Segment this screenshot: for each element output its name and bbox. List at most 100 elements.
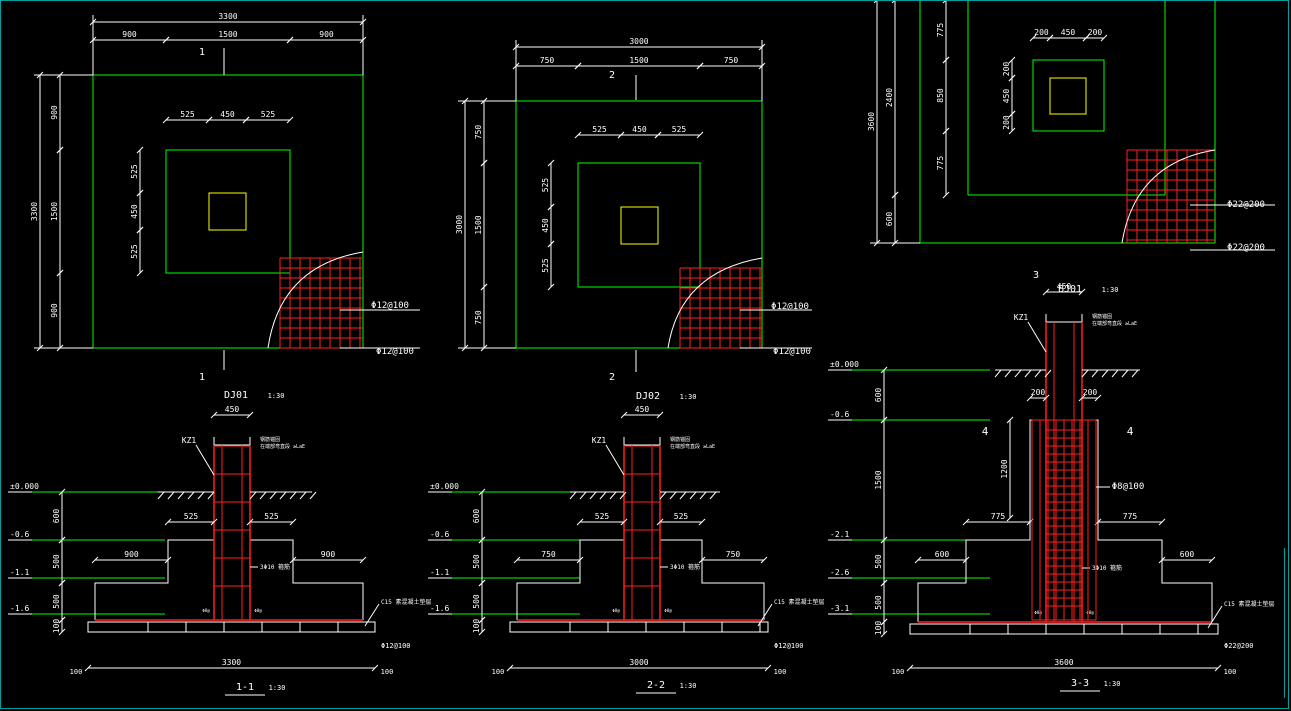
dimension-label: 3000 [455,215,464,234]
dimension-label: 钢筋锚固 [260,436,280,443]
dimension-label: 525 [261,110,276,119]
dim-tick [371,664,379,672]
column-outline [208,192,247,231]
dimension-label: 1500 [50,202,59,221]
dim-tick [656,518,664,526]
dim-tick [758,43,766,51]
dimension-label: 100 [492,668,505,676]
dimension-label: Φ12@100 [371,301,409,311]
dimension-label: 900 [321,550,336,559]
dimension-label: 600 [1180,550,1195,559]
dimension-label: -2.1 [830,530,849,539]
dim-tick [1008,74,1016,82]
dimension-label: 100 [381,668,394,676]
dimension-label: 450 [220,110,235,119]
scrollbar-edge[interactable] [1284,548,1291,698]
dim-tick [1042,394,1050,402]
dim-tick [136,189,144,197]
ground-hatch [167,491,175,500]
dimension-label: 3600 [867,112,876,131]
dim-tick [136,226,144,234]
dimension-label: 200 [1002,62,1011,77]
dimension-label: 1200 [1000,459,1009,478]
dimension-label: 525 [592,125,607,134]
pedestal-outline [1032,59,1105,132]
dimension-label: 450 [541,218,550,233]
dimension-label: Φ12@100 [376,347,414,357]
dim-tick [1078,288,1086,296]
dimension-label: 100 [472,619,481,634]
leader [364,603,380,627]
dim-tick [962,556,970,564]
dim-tick [547,203,555,211]
dimension-label: Φ8@ [202,608,210,613]
dimension-label: 525 [264,512,279,521]
dimension-label: 1:30 [1102,286,1119,294]
dimension-label: 100 [774,668,787,676]
dimension-label: 200 [1034,28,1049,37]
dimension-label: 750 [474,310,483,325]
ground-hatch [569,491,577,500]
dim-tick [1094,394,1102,402]
dimension-label: KZ1 [592,436,607,445]
dim-tick [576,518,584,526]
dimension-label: 600 [472,509,481,524]
dim-tick [478,579,486,587]
dim-tick [1158,518,1166,526]
concrete-pad [509,621,769,633]
dimension-label: 775 [936,156,945,171]
dimension-label: 在端部弯直段 ≥LaE [260,443,305,450]
dim-tick [760,556,768,564]
dim-tick [880,416,888,424]
dim-tick [164,556,172,564]
dimension-label: 1500 [218,30,237,39]
dimension-label: 3Φ10 箍筋 [670,563,700,571]
dimension-label: C15 素混凝土垫层 [1224,600,1274,608]
dim-tick [359,18,367,26]
dimension-label: 3Φ10 箍筋 [260,563,290,571]
dimension-label: 850 [936,88,945,103]
ground-hatch [1044,369,1052,378]
dimension-label: 500 [472,554,481,569]
quarter-arc [267,251,364,349]
dim-tick [764,664,772,672]
dim-tick [480,283,488,291]
dim-tick [1029,34,1037,42]
dim-tick [1082,34,1090,42]
ground-hatch [589,491,597,500]
dimension-label: Φ8@ [1086,610,1094,615]
dimension-label: 3300 [30,202,39,221]
dimension-label: 1:30 [680,682,697,690]
dimension-label: 钢筋锚固 [1092,313,1112,320]
quarter-arc [667,257,763,349]
dimension-label: 3300 [218,12,237,21]
dimension-label: 1 [199,47,205,58]
dim-tick [880,630,888,638]
column-outline [1049,77,1087,115]
ground-hatch [1081,369,1089,378]
dim-tick [1008,56,1016,64]
leader [1207,605,1223,629]
dimension-label: Φ8@100 [1112,482,1145,492]
ground-hatch [1024,369,1032,378]
dim-tick [617,131,625,139]
dimension-label: 200 [1031,388,1046,397]
dimension-label: Φ12@100 [773,347,811,357]
dimension-label: Φ8@ [612,608,620,613]
dimension-label: -0.6 [430,530,449,539]
dimension-label: 100 [1224,668,1237,676]
dimension-label: DJ02 [636,391,660,402]
dimension-label: 钢筋锚固 [670,436,690,443]
ground-hatch [1034,369,1042,378]
column-outline [620,206,659,245]
dim-tick [1026,394,1034,402]
dim-tick [58,628,66,636]
dimension-label: 2 [609,372,615,383]
ground-hatch [197,491,205,500]
dimension-label: 1500 [874,470,883,489]
dim-tick [242,116,250,124]
ground-hatch [1004,369,1012,378]
dimension-label: 3600 [1054,658,1073,667]
dimension-label: 525 [674,512,689,521]
